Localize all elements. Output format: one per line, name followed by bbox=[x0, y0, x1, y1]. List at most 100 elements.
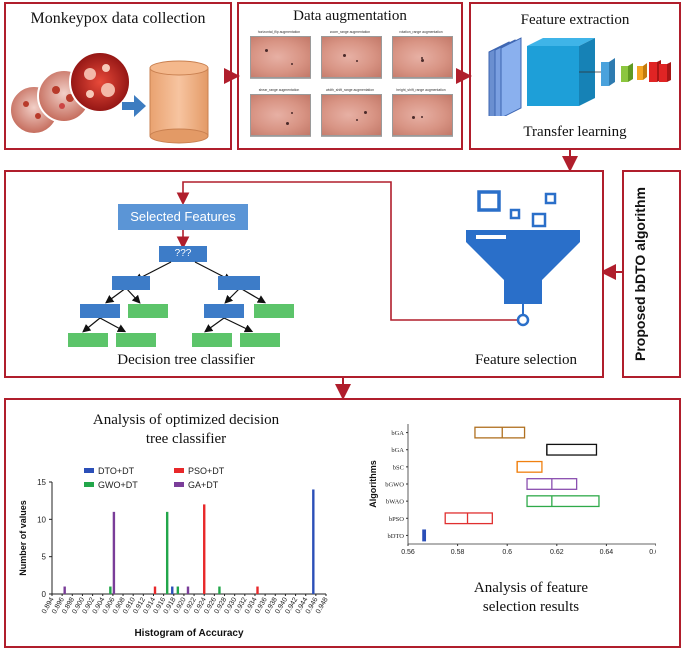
y-tick-label: bGA bbox=[391, 447, 404, 454]
x-tick-label: 0.64 bbox=[600, 549, 614, 556]
lesion-mark bbox=[421, 59, 424, 62]
box bbox=[422, 529, 427, 542]
tree-nodes bbox=[68, 276, 294, 347]
lesion-mark bbox=[343, 54, 346, 57]
y-tick-label: 10 bbox=[37, 515, 46, 524]
augmentation-thumbnail-caption: shear_range augmentation bbox=[258, 88, 300, 92]
results-left-title-2: tree classifier bbox=[145, 431, 227, 447]
legend-swatch bbox=[174, 482, 184, 487]
feedback-line bbox=[176, 181, 521, 321]
histogram-bar bbox=[256, 586, 259, 594]
x-tick-label: 0.56 bbox=[401, 549, 415, 556]
y-tick-label: bPSO bbox=[389, 516, 404, 523]
legend-swatch bbox=[84, 468, 94, 473]
thumbnail-axis bbox=[321, 78, 382, 82]
tree-root-node bbox=[159, 246, 207, 262]
legend-swatch bbox=[174, 468, 184, 473]
arrow-to-database bbox=[122, 95, 146, 117]
augmentation-thumbnail-caption: zoom_range augmentation bbox=[329, 30, 371, 34]
lesion-mark bbox=[265, 49, 268, 52]
y-tick-label: bDTO bbox=[388, 533, 405, 540]
histogram-bar bbox=[312, 489, 315, 594]
selection-caption: Feature selection bbox=[474, 352, 578, 368]
cnn-layer-red bbox=[649, 60, 671, 82]
collection-title: Monkeypox data collection bbox=[30, 10, 206, 27]
y-tick-label: 15 bbox=[37, 478, 46, 487]
box bbox=[526, 495, 600, 508]
lesion-mark bbox=[291, 63, 293, 65]
box bbox=[516, 460, 543, 473]
results-right-title-1: Analysis of feature bbox=[473, 580, 589, 596]
lesion-mark bbox=[412, 116, 415, 119]
histogram-bar bbox=[109, 586, 112, 594]
augmentation-thumbnail: shear_range augmentation bbox=[245, 88, 313, 143]
cnn-layer-blue bbox=[601, 58, 615, 86]
histogram-bar bbox=[153, 586, 157, 594]
tree-root-label: ??? bbox=[174, 248, 192, 259]
y-tick-label: bSC bbox=[393, 464, 404, 471]
histogram-bar bbox=[112, 511, 116, 594]
lesion-mark bbox=[291, 112, 293, 114]
collection-illustration bbox=[9, 51, 209, 144]
histogram-bar bbox=[171, 586, 174, 594]
virus-image bbox=[69, 51, 131, 113]
legend-label: PSO+DT bbox=[188, 466, 225, 476]
thumbnail-axis bbox=[321, 136, 382, 140]
legend-label: GA+DT bbox=[188, 480, 219, 490]
thumbnail-axis bbox=[392, 136, 453, 140]
lesion-mark bbox=[364, 111, 367, 114]
y-tick-label: 5 bbox=[42, 553, 47, 562]
y-axis-label: Algorithms bbox=[368, 460, 378, 508]
cnn-input-layers bbox=[488, 37, 522, 116]
y-axis-label: Number of values bbox=[18, 500, 28, 576]
histogram-bar bbox=[63, 586, 66, 594]
funnel-icon bbox=[466, 190, 580, 327]
augmentation-thumbnail: height_shift_range augmentation bbox=[387, 88, 455, 143]
extraction-title: Feature extraction bbox=[520, 12, 630, 28]
skin-sample-image bbox=[392, 94, 453, 136]
augmentation-thumbnail-caption: width_shift_range augmentation bbox=[325, 88, 375, 92]
augmentation-thumbnail: rotation_range augmentation bbox=[387, 30, 455, 85]
selected-features-box bbox=[118, 204, 248, 230]
extraction-subtitle: Transfer learning bbox=[523, 124, 627, 140]
skin-sample-image bbox=[250, 94, 311, 136]
thumbnail-axis bbox=[250, 78, 311, 82]
augmentation-panel: Data augmentation horizontal_flip augmen… bbox=[237, 2, 463, 150]
collection-panel: Monkeypox data collection bbox=[4, 2, 232, 150]
histogram-bar bbox=[186, 586, 190, 594]
x-axis-label: Histogram of Accuracy bbox=[134, 628, 244, 639]
selection-and-tree-panel: Selected Features ??? Decision tree clas… bbox=[4, 170, 604, 378]
x-tick-label: 0.62 bbox=[550, 549, 564, 556]
skin-sample-image bbox=[392, 36, 453, 78]
y-tick-label: bWAO bbox=[386, 499, 404, 506]
skin-sample-image bbox=[321, 36, 382, 78]
lesion-mark bbox=[286, 122, 289, 125]
y-tick-label: bGA bbox=[391, 430, 404, 437]
extraction-panel: Feature extraction Transfer learning bbox=[469, 2, 681, 150]
legend-label: GWO+DT bbox=[98, 480, 138, 490]
thumbnail-axis bbox=[250, 136, 311, 140]
cnn-layer-green bbox=[621, 63, 633, 82]
proposed-algorithm-panel: Proposed bDTO algorithm bbox=[622, 170, 681, 378]
tree-and-funnel bbox=[68, 181, 580, 347]
selected-features-label: Selected Features bbox=[130, 209, 236, 224]
results-left-title-1: Analysis of optimized decision bbox=[92, 412, 280, 428]
histogram-bar bbox=[203, 504, 206, 594]
tree-caption: Decision tree classifier bbox=[117, 352, 255, 368]
lesion-mark bbox=[421, 116, 423, 118]
y-tick-label: bGWO bbox=[385, 482, 404, 489]
box bbox=[444, 512, 493, 525]
box bbox=[474, 426, 526, 439]
accuracy-histogram: 0510150.8940.8960.8980.9000.9020.9040.90… bbox=[18, 466, 330, 639]
augmentation-thumbnail: zoom_range augmentation bbox=[316, 30, 384, 85]
augmentation-title: Data augmentation bbox=[293, 8, 407, 24]
cnn-diagram bbox=[488, 37, 671, 116]
error-boxplot: 0.560.580.60.620.640.66bGAbGAbSCbGWObWAO… bbox=[368, 424, 656, 560]
x-tick-label: 0.66 bbox=[649, 549, 656, 556]
augmentation-thumbnail: width_shift_range augmentation bbox=[316, 88, 384, 143]
augmentation-thumbnail-caption: horizontal_flip augmentation bbox=[257, 30, 301, 34]
augmentation-thumbnail-caption: rotation_range augmentation bbox=[399, 30, 443, 34]
x-tick-label: 0.6 bbox=[502, 549, 512, 556]
box bbox=[546, 443, 598, 456]
lesion-mark bbox=[356, 119, 358, 121]
